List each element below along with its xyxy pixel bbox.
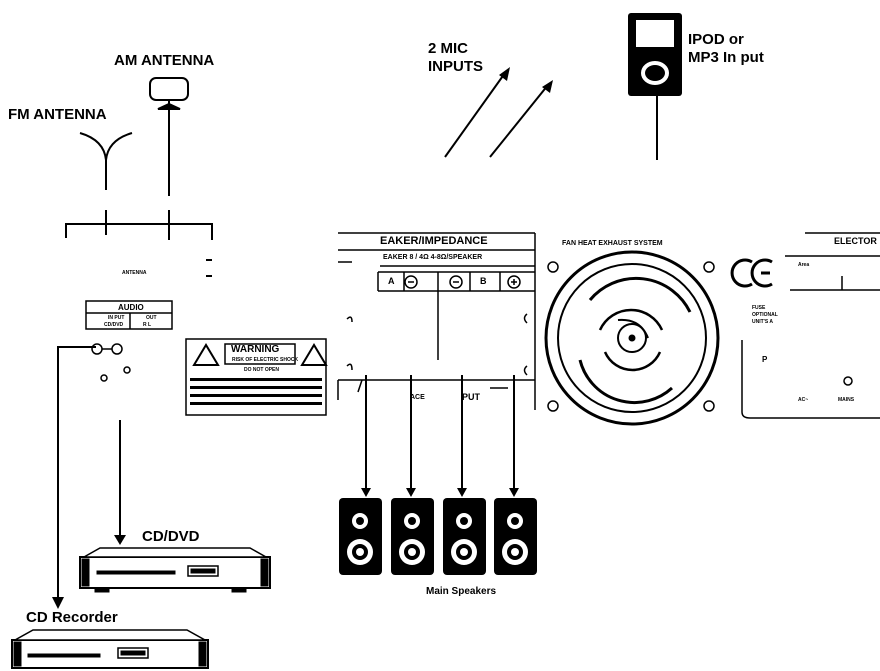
speaker-impedance-sub: EAKER 8 / 4Ω 4-8Ω/SPEAKER <box>383 254 483 261</box>
ipod-icon <box>628 13 682 96</box>
mic-cable-1 <box>444 72 506 158</box>
selector-ac-label: AC~ <box>798 397 809 403</box>
speaker-4-icon <box>494 498 537 575</box>
main-speakers-label: Main Speakers <box>426 586 497 597</box>
cd-dvd-label: CD/DVD <box>142 528 200 545</box>
selector-mains-label: MAINS <box>838 397 855 403</box>
warning-label <box>185 338 328 416</box>
speaker-ace-label: ACE <box>410 394 425 401</box>
speaker-1-icon <box>339 498 382 575</box>
speaker-b-label: B <box>480 276 487 286</box>
speaker-a-label: A <box>388 276 395 286</box>
ipod-label-line2: MP3 In put <box>688 49 764 66</box>
audio-input-label: IN PUT <box>108 315 125 321</box>
selector-area-label: Area <box>798 262 810 268</box>
ce-mark-icon <box>730 258 773 288</box>
speaker-impedance-title: EAKER/IMPEDANCE <box>380 235 488 247</box>
mic-inputs-label-line1: 2 MIC <box>428 40 469 57</box>
fm-antenna-icon <box>79 132 133 161</box>
audio-input-block <box>85 300 173 382</box>
selector-units-label: UNIT'S A <box>752 319 774 325</box>
cd-recorder-label: CD Recorder <box>26 609 118 626</box>
antenna-panel-label: ANTENNA <box>122 270 147 276</box>
audio-rl-label: R L <box>143 322 152 328</box>
fan-exhaust-title: FAN HEAT EXHAUST SYSTEM <box>562 240 663 247</box>
cd-dvd-player-icon <box>79 547 271 593</box>
speaker-put-label: PUT <box>462 392 480 402</box>
selector-fuse-label: FUSE <box>752 305 766 311</box>
selector-p-label: P <box>762 355 768 364</box>
speaker-3-icon <box>443 498 486 575</box>
audio-output-label: OUT <box>146 315 157 321</box>
speaker-terminal-panel <box>337 232 536 410</box>
cd-recorder-icon <box>11 629 209 669</box>
mic-cable-2 <box>489 84 549 158</box>
speaker-2-icon <box>391 498 434 575</box>
selector-title: ELECTOR <box>834 236 877 246</box>
am-antenna-icon <box>149 77 189 110</box>
audio-title: AUDIO <box>118 303 144 312</box>
fan-icon <box>544 250 720 426</box>
mains-selector-panel <box>741 232 880 419</box>
audio-cd-dvd-label: CD/DVD <box>104 322 124 328</box>
am-antenna-label: AM ANTENNA <box>114 52 215 69</box>
warning-sub1: RISK OF ELECTRIC SHOCK <box>232 357 299 363</box>
warning-title: WARNING <box>231 344 280 355</box>
warning-sub2: DO NOT OPEN <box>244 367 280 373</box>
main-speakers <box>339 498 537 575</box>
fm-antenna-label: FM ANTENNA <box>8 106 107 123</box>
selector-optional-label: OPTIONAL <box>752 312 778 318</box>
mic-inputs-label-line2: INPUTS <box>428 58 484 75</box>
ipod-label-line1: IPOD or <box>688 31 744 48</box>
